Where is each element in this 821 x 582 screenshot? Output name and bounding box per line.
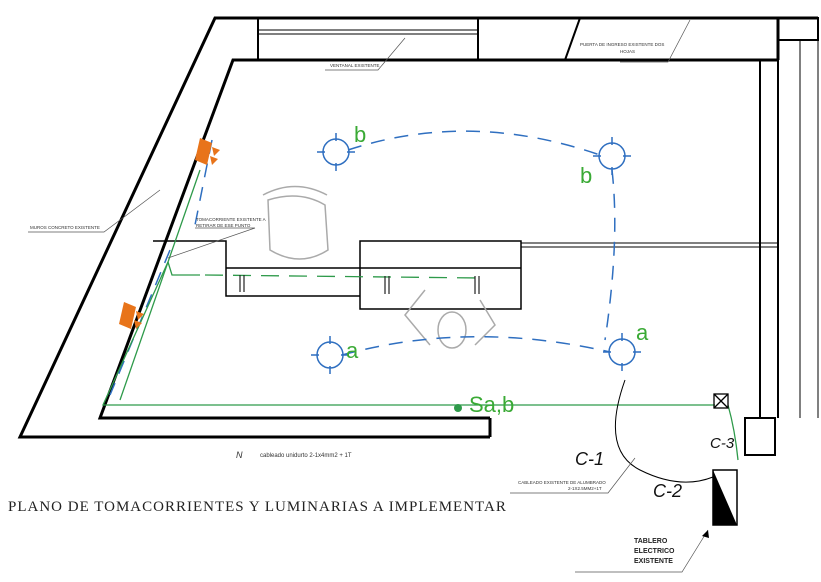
outlet-wiring [101, 169, 739, 461]
walls [17, 16, 819, 456]
luminaire-b-2 [593, 137, 631, 175]
note-cable-existing: 2-1X2.5MM2+1T [568, 486, 602, 491]
wall-outlet-icon [195, 138, 220, 165]
desk-outlets [239, 275, 480, 294]
note-cable-new: cableado unidurto 2-1x4mm2 + 1T [260, 453, 352, 459]
person-at-desk [404, 289, 496, 349]
plan-title: PLANO DE TOMACORRIENTES Y LUMINARIAS A I… [8, 499, 507, 515]
switch-icon [454, 404, 462, 412]
luminaire-label: a [636, 320, 649, 345]
note-walls: MUROS CONCRETO EXISTENTE [30, 225, 100, 230]
electric-panel-icon [712, 469, 738, 526]
panel-label: ELECTRICO [634, 548, 675, 555]
north-mark: N [236, 450, 243, 460]
circuit-label: C-1 [575, 449, 604, 469]
junction-box-icon [713, 393, 729, 409]
switch-label: Sa,b [469, 392, 514, 417]
panel-label: EXISTENTE [634, 558, 673, 565]
luminaire-a-1 [311, 336, 349, 374]
note-outlet: RETIRAR DE ESE PUNTO [196, 223, 251, 228]
luminaire-a-2 [603, 333, 641, 371]
lighting-circuit [109, 130, 616, 396]
panel-label: TABLERO [634, 538, 668, 545]
existing-cable-arc [614, 379, 714, 483]
circuit-label: C-2 [653, 481, 682, 501]
arrow-icon [702, 530, 709, 538]
note-outlet: TOMACORRIENTE EXISTENTE A [196, 217, 266, 222]
luminaire-label: b [354, 122, 366, 147]
note-door: HOJAS [620, 49, 635, 54]
circuit-label: C-3 [710, 435, 735, 452]
leader-lines [28, 19, 709, 573]
luminaire-label: a [346, 338, 359, 363]
note-window: VENTANAL EXISTENTE [330, 63, 380, 68]
luminaire-b-1 [317, 133, 355, 171]
chair [262, 185, 329, 260]
wall-outlet-icon [119, 302, 144, 329]
note-cable-existing: CABLEADO EXISTENTE DE ALUMBRADO [518, 480, 606, 485]
luminaire-label: b [580, 163, 592, 188]
note-door: PUERTA DE INGRESO EXISTENTE DOS [580, 42, 664, 47]
